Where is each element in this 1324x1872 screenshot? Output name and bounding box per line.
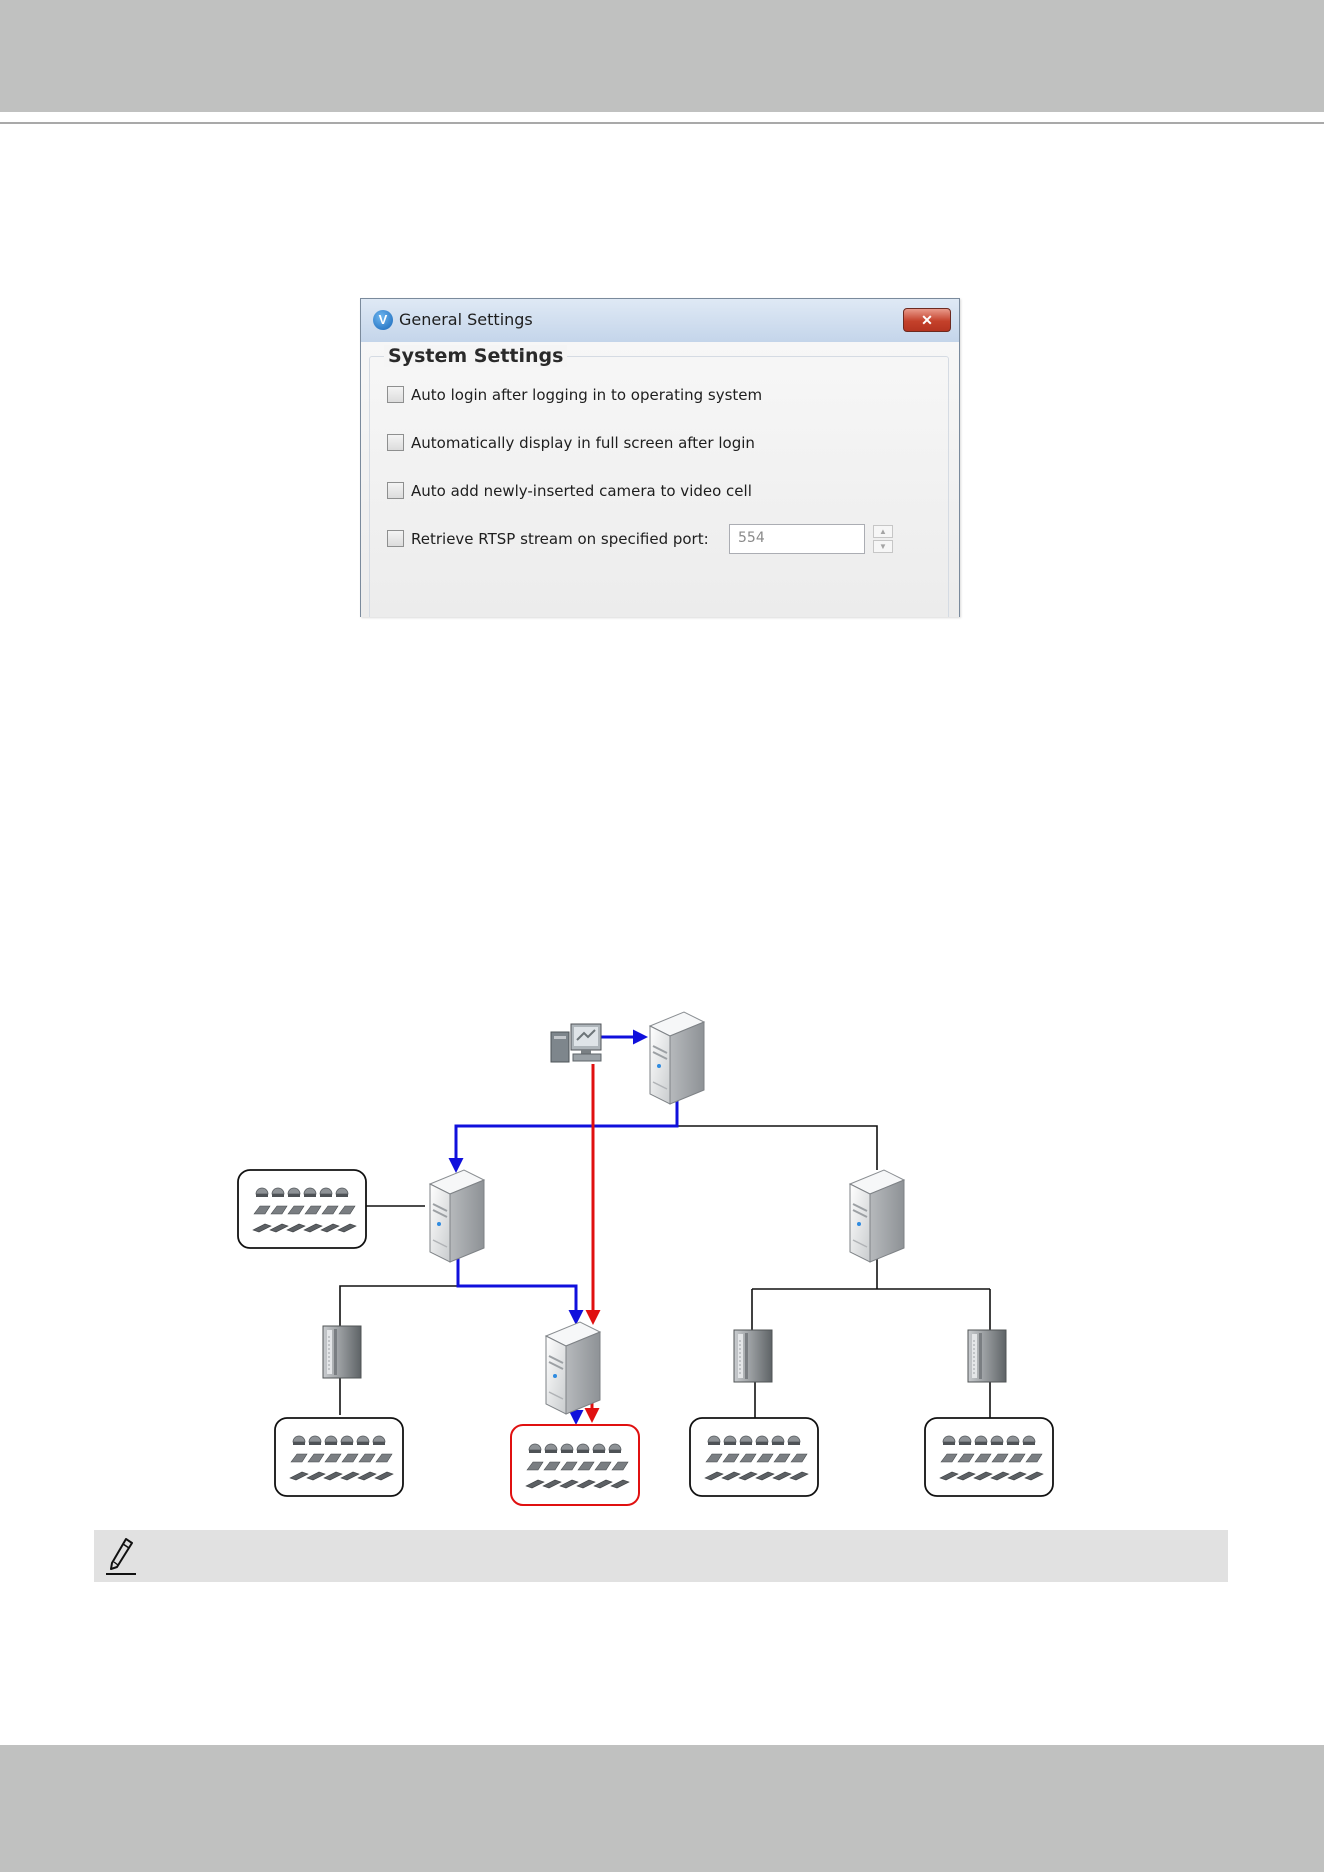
login-arrow-left-to-middle: [458, 1250, 576, 1322]
network-links: [340, 1126, 990, 1418]
right-bottom-left-camera-group: [690, 1418, 818, 1496]
left-server-camera-group: [238, 1170, 366, 1248]
top-server-icon: [650, 1012, 704, 1104]
right-bottom-right-camera-group: [925, 1418, 1053, 1496]
left-bottom-camera-group: [275, 1418, 403, 1496]
pencil-icon: [104, 1536, 138, 1576]
left-bottom-server-tower-icon: [323, 1326, 361, 1378]
note-bar: [94, 1530, 1228, 1582]
page-footer-band: [0, 1745, 1324, 1872]
right-bottom-left-server-tower-icon: [734, 1330, 772, 1382]
left-server-icon: [430, 1170, 484, 1262]
client-workstation-icon: [551, 1024, 601, 1062]
link-left-to-leftbottom: [340, 1286, 458, 1330]
login-arrow-top-to-left: [456, 1082, 677, 1170]
middle-server-icon: [546, 1322, 600, 1414]
middle-camera-group: [511, 1425, 639, 1505]
right-server-icon: [850, 1170, 904, 1262]
link-top-to-right: [677, 1126, 877, 1170]
right-bottom-right-server-tower-icon: [968, 1330, 1006, 1382]
network-topology-diagram: [0, 0, 1324, 1560]
